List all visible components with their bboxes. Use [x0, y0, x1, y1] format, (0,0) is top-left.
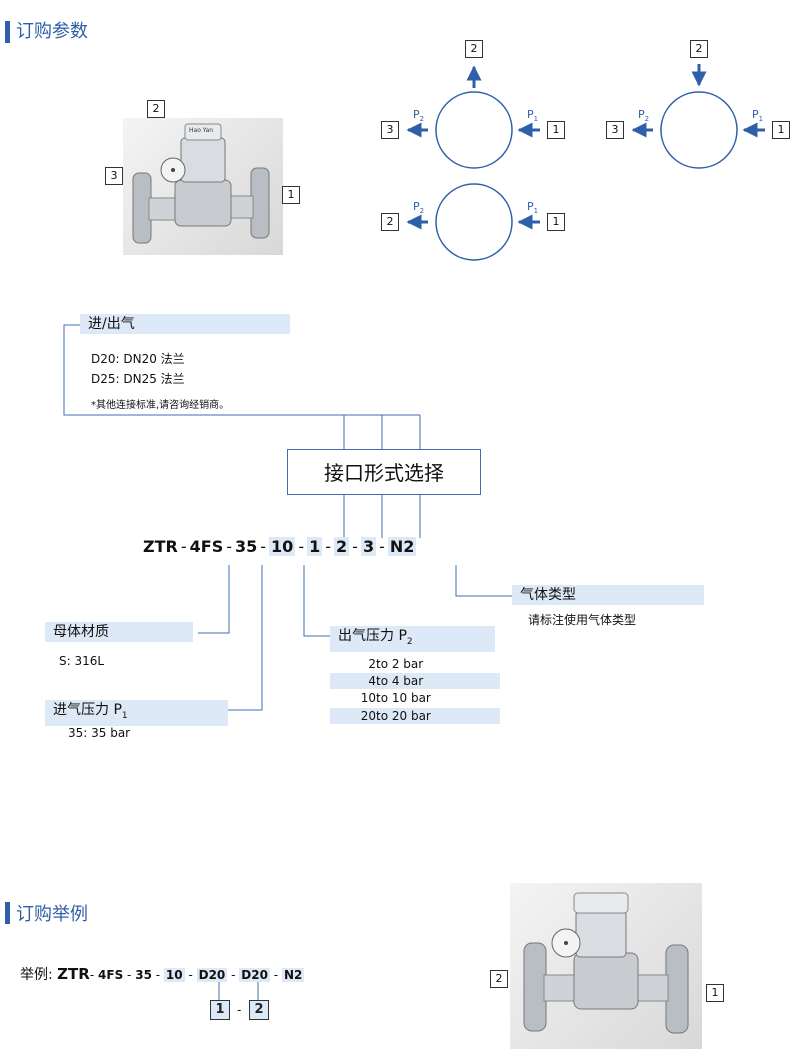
inlet-pressure-header: 进气压力 P1 [45, 700, 228, 726]
inlet-outlet-header: 进/出气 [80, 314, 290, 334]
d2-port-top: 2 [690, 40, 708, 58]
port-label-2: 2 [147, 100, 165, 118]
section-title-ordering-example: 订购举例 [16, 904, 88, 925]
example-port-label-1: 1 [706, 984, 724, 1002]
example-sub-dash: - [237, 1003, 242, 1017]
example-sub-1: 1 [210, 1000, 230, 1020]
section-title-ordering-params: 订购参数 [16, 21, 88, 42]
example-sub-2: 2 [249, 1000, 269, 1020]
d1-port-top: 2 [465, 40, 483, 58]
model-code: ZTR-4FS-35-10-1-2-3-N2 [143, 537, 417, 556]
product-photo: Hao Yan [123, 118, 283, 255]
d2-p2-label: P2 [638, 108, 650, 124]
d3-p1-label: P1 [527, 200, 539, 216]
port-circle-1 [435, 91, 513, 169]
d1-p2-label: P2 [413, 108, 425, 124]
d2-port-right: 1 [772, 121, 790, 139]
d2-port-left: 3 [606, 121, 624, 139]
body-material-header: 母体材质 [45, 622, 193, 642]
product-photo-example [510, 883, 702, 1049]
gas-type-header: 气体类型 [512, 585, 704, 605]
body-material-option: S: 316L [59, 654, 105, 668]
outlet-pressure-row: 4:to 4 bar [330, 673, 500, 689]
regulator-drawing [132, 123, 270, 244]
inlet-pressure-option: 35: 35 bar [68, 726, 131, 740]
outlet-pressure-header: 出气压力 P2 [330, 626, 495, 652]
section-marker [5, 902, 10, 924]
inlet-outlet-option-d25: D25: DN25 法兰 [91, 372, 185, 386]
d3-port-right: 1 [547, 213, 565, 231]
d1-port-left: 3 [381, 121, 399, 139]
d3-port-left: 2 [381, 213, 399, 231]
port-circle-2 [660, 91, 738, 169]
section-marker [5, 21, 10, 43]
outlet-pressure-row: 20:to 20 bar [330, 708, 500, 724]
brand-label: Hao Yan [189, 127, 214, 134]
example-connector [218, 982, 259, 1000]
port-circle-3 [435, 183, 513, 261]
outlet-pressure-row: 10:to 10 bar [360, 691, 431, 705]
example-port-label-2: 2 [490, 970, 508, 988]
outlet-pressure-row: 2:to 2 bar [368, 657, 424, 671]
port-label-1: 1 [282, 186, 300, 204]
gas-type-note: 请标注使用气体类型 [528, 613, 637, 627]
d1-p1-label: P1 [527, 108, 539, 124]
d3-p2-label: P2 [413, 200, 425, 216]
connector-lines [63, 324, 512, 711]
inlet-outlet-option-d20: D20: DN20 法兰 [91, 352, 185, 366]
example-code: 举例: ZTR- 4FS - 35 - 10 - D20 - D20 - N2 [20, 965, 305, 983]
connection-selector-box: 接口形式选择 [287, 449, 481, 495]
d1-port-right: 1 [547, 121, 565, 139]
d2-p1-label: P1 [752, 108, 764, 124]
regulator-drawing [523, 892, 689, 1034]
inlet-outlet-note: *其他连接标准,请咨询经销商。 [91, 400, 230, 411]
port-label-3: 3 [105, 167, 123, 185]
